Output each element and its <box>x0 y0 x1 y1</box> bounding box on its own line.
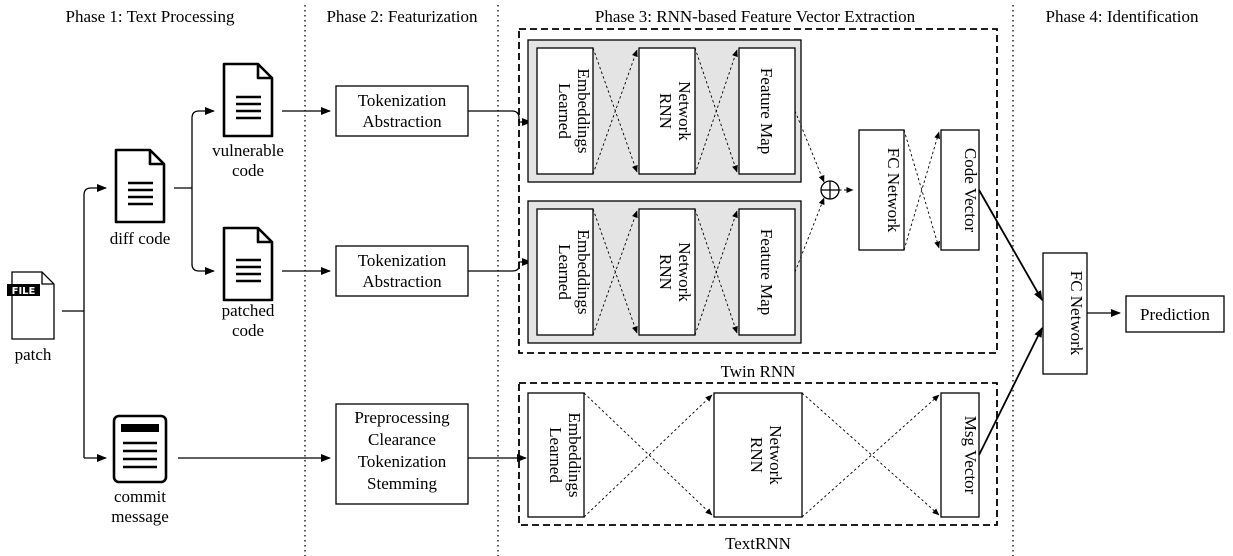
text-rnn-connections <box>583 392 940 518</box>
msg-vector-label: Msg Vector <box>961 416 980 495</box>
twin-rnn-container <box>518 28 998 354</box>
twin-fc-network-box <box>858 129 905 251</box>
text-rnn-label-line1: RNN <box>747 437 766 473</box>
phase-1-title: Phase 1: Text Processing <box>66 7 235 26</box>
text-embeddings-label-line1: Learned <box>546 427 565 483</box>
rnn-label-line1: RNN <box>656 93 675 129</box>
rnn-network-box <box>638 47 696 175</box>
phase-2-title: Phase 2: Featurization <box>326 7 478 26</box>
phase-3-title: Phase 3: RNN-based Feature Vector Extrac… <box>595 7 916 26</box>
learned-embeddings-box <box>536 47 594 175</box>
step-clearance: Clearance <box>368 430 436 449</box>
patched-code-icon <box>222 226 274 302</box>
tokenization-box-patched: Tokenization Abstraction <box>335 245 469 297</box>
text-rnn-network-box <box>713 392 803 518</box>
twin-rnn-upper-panel: Learned Embeddings RNN Network Feature M… <box>527 39 802 183</box>
arrow-code-vector-to-fc <box>978 189 1043 301</box>
diff-code-label: diff code <box>110 229 171 248</box>
upper-panel-connections <box>592 47 738 175</box>
arrow-to-twin-rnn-bottom <box>468 258 532 272</box>
commit-message-label-line1: commit <box>114 487 166 506</box>
vulnerable-code-icon <box>222 62 274 138</box>
embeddings-label-line2: Embeddings <box>574 230 593 315</box>
step-stemming: Stemming <box>367 474 437 493</box>
lower-panel-connections <box>592 208 738 336</box>
twin-fc-network-label: FC Network <box>884 148 903 233</box>
patch-file-icon: FILE <box>7 271 55 340</box>
text-rnn-container <box>518 382 998 526</box>
rnn-label-line2: Network <box>675 81 694 141</box>
step-abstraction: Abstraction <box>362 272 442 291</box>
fc-to-code-vector-connections <box>903 129 941 251</box>
rnn-label-line1: RNN <box>656 254 675 290</box>
step-abstraction: Abstraction <box>362 112 442 131</box>
embeddings-label-line1: Learned <box>555 244 574 300</box>
msg-vector-box <box>940 392 980 518</box>
tokenization-box-vulnerable: Tokenization Abstraction <box>335 85 469 137</box>
arrow-to-twin-rnn-top <box>468 110 532 126</box>
code-vector-box <box>940 129 980 251</box>
diff-code-icon <box>114 148 166 224</box>
phase-1-connectors <box>62 107 215 462</box>
rnn-network-box <box>638 208 696 336</box>
twin-rnn-label: Twin RNN <box>721 362 796 381</box>
twin-rnn-lower-panel: Learned Embeddings RNN Network Feature M… <box>527 200 802 344</box>
text-rnn-label-line2: Network <box>766 425 785 485</box>
arrow-msg-vector-to-fc <box>978 327 1043 456</box>
concat-plus-icon <box>820 180 840 200</box>
feature-map-label: Feature Map <box>757 68 776 154</box>
feature-map-label: Feature Map <box>757 229 776 315</box>
step-tokenization: Tokenization <box>358 452 447 471</box>
patched-code-label-line1: patched <box>222 301 275 320</box>
prediction-label: Prediction <box>1140 305 1210 324</box>
text-rnn-label: TextRNN <box>725 534 791 553</box>
text-embeddings-box <box>527 392 585 518</box>
commit-message-label-line2: message <box>111 507 169 526</box>
patch-label: patch <box>15 345 52 364</box>
learned-embeddings-box <box>536 208 594 336</box>
step-tokenization: Tokenization <box>358 91 447 110</box>
text-embeddings-label-line2: Embeddings <box>565 413 584 498</box>
final-fc-network-box <box>1042 252 1088 375</box>
rnn-label-line2: Network <box>675 242 694 302</box>
patched-code-label-line2: code <box>232 321 264 340</box>
step-preprocessing: Preprocessing <box>354 408 450 427</box>
merge-connections <box>794 110 854 273</box>
preprocessing-box: Preprocessing Clearance Tokenization Ste… <box>335 403 469 505</box>
phase-4-title: Phase 4: Identification <box>1046 7 1199 26</box>
file-badge-label: FILE <box>12 286 36 297</box>
commit-message-icon <box>112 414 168 484</box>
phase-separators <box>304 5 1014 556</box>
embeddings-label-line1: Learned <box>555 83 574 139</box>
vulnerable-code-label-line1: vulnerable <box>212 141 284 160</box>
code-vector-label: Code Vector <box>961 148 980 233</box>
prediction-box <box>1125 295 1225 333</box>
embeddings-label-line2: Embeddings <box>574 69 593 154</box>
step-tokenization: Tokenization <box>358 251 447 270</box>
vulnerable-code-label-line2: code <box>232 161 264 180</box>
final-fc-network-label: FC Network <box>1067 271 1086 356</box>
